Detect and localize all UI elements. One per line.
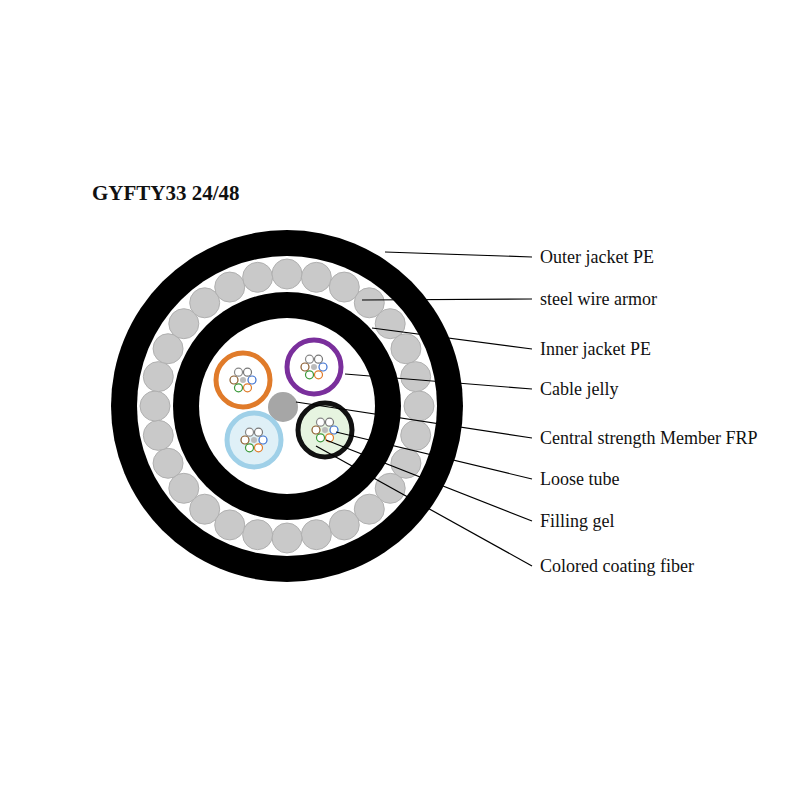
fiber xyxy=(259,436,267,444)
steel-wire xyxy=(391,334,421,364)
steel-wire xyxy=(272,523,302,553)
fiber xyxy=(315,371,323,379)
part-label: Outer jacket PE xyxy=(540,246,654,268)
fiber xyxy=(317,418,325,426)
steel-wire xyxy=(301,520,331,550)
steel-wire xyxy=(301,262,331,292)
steel-wire xyxy=(143,362,173,392)
fiber xyxy=(322,427,328,433)
fiber xyxy=(251,437,257,443)
steel-wire xyxy=(215,272,245,302)
loose-tube xyxy=(298,403,352,457)
steel-wire xyxy=(153,448,183,478)
part-label: Filling gel xyxy=(540,510,615,532)
steel-wires xyxy=(140,259,434,553)
cable-title: GYFTY33 24/48 xyxy=(92,181,240,206)
leader-line xyxy=(296,402,532,438)
armor-layer xyxy=(137,256,437,556)
cable-core xyxy=(199,318,375,494)
part-label: Inner jacket PE xyxy=(540,338,651,360)
fiber xyxy=(255,444,263,452)
steel-wire xyxy=(143,420,173,450)
fiber xyxy=(241,436,249,444)
fiber xyxy=(306,371,314,379)
fiber xyxy=(315,355,323,363)
steel-wire xyxy=(140,391,170,421)
fiber xyxy=(312,426,320,434)
fiber xyxy=(301,363,309,371)
steel-wire xyxy=(401,420,431,450)
steel-wire xyxy=(272,259,302,289)
part-label: Central strength Member FRP xyxy=(540,427,757,449)
leader-line xyxy=(345,374,532,389)
loose-tube xyxy=(287,340,341,394)
steel-wire xyxy=(401,362,431,392)
part-label: Loose tube xyxy=(540,468,619,490)
fiber xyxy=(235,384,243,392)
fiber xyxy=(248,376,256,384)
fiber xyxy=(319,363,327,371)
part-label: Colored coating fiber xyxy=(540,555,694,577)
fiber xyxy=(246,444,254,452)
steel-wire xyxy=(329,510,359,540)
steel-wire xyxy=(404,391,434,421)
fiber xyxy=(246,428,254,436)
fibers xyxy=(230,355,338,452)
outer-jacket xyxy=(111,230,463,582)
fiber xyxy=(244,384,252,392)
fiber xyxy=(244,368,252,376)
fiber xyxy=(255,428,263,436)
steel-wire xyxy=(243,262,273,292)
fiber xyxy=(230,376,238,384)
leader-line xyxy=(372,328,532,349)
fiber xyxy=(306,355,314,363)
fiber xyxy=(240,377,246,383)
leader-line xyxy=(385,252,532,257)
inner-jacket xyxy=(173,292,401,520)
steel-wire xyxy=(243,520,273,550)
leader-lines xyxy=(296,252,532,566)
fiber xyxy=(311,364,317,370)
fiber xyxy=(326,418,334,426)
fiber xyxy=(317,434,325,442)
part-label: Cable jelly xyxy=(540,378,618,400)
leader-line xyxy=(362,299,532,300)
fiber xyxy=(235,368,243,376)
leader-line xyxy=(316,446,532,566)
loose-tube xyxy=(227,413,281,467)
part-label: steel wire armor xyxy=(540,288,657,310)
loose-tube xyxy=(216,353,270,407)
